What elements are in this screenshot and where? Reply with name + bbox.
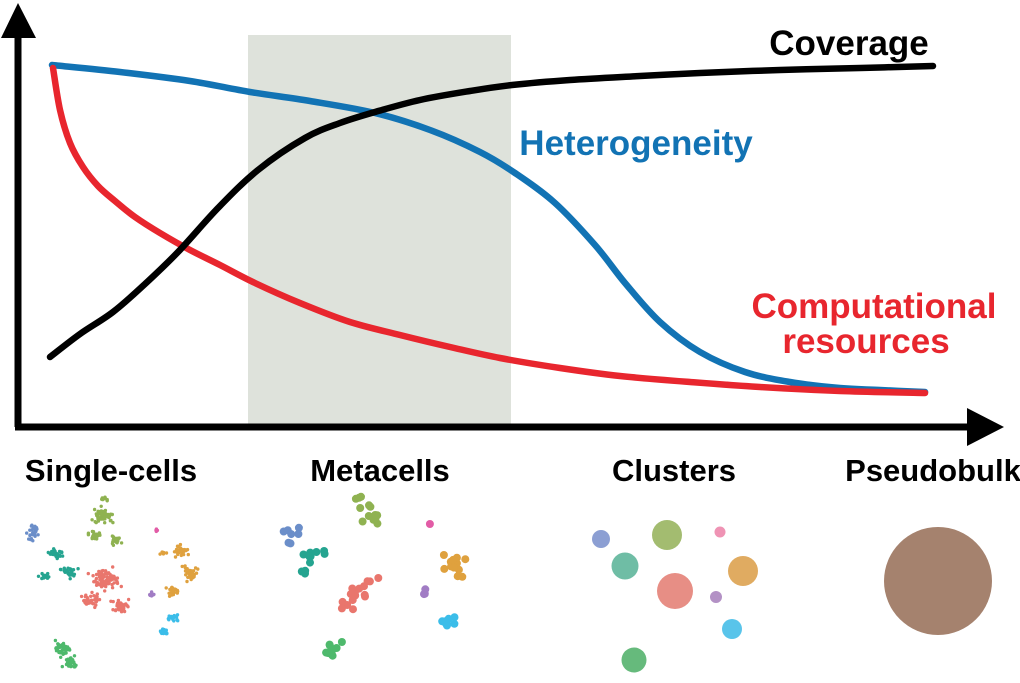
category-label-single-cells: Single-cells (25, 453, 197, 488)
cluster-cyan (438, 613, 459, 630)
cluster-magenta (154, 527, 160, 534)
category-label-metacells: Metacells (310, 453, 450, 488)
cluster-green (53, 638, 78, 669)
cluster-bubble (621, 647, 647, 673)
category-label-clusters: Clusters (612, 453, 736, 488)
cluster-magenta (425, 520, 434, 528)
computational-resources-label-line1: Computational (752, 287, 997, 326)
cluster-bubble (652, 520, 682, 550)
cluster-bubble (722, 619, 742, 639)
y-axis-arrow-icon (1, 3, 36, 38)
cluster-olive (351, 492, 382, 528)
category-label-pseudobulk: Pseudobulk (845, 453, 1020, 488)
cluster-blue (25, 523, 40, 543)
cluster-salmon (337, 574, 383, 614)
cluster-purple (148, 590, 156, 598)
cluster-olive (86, 495, 124, 547)
heterogeneity-label: Heterogeneity (519, 124, 753, 163)
cluster-teal (297, 547, 329, 578)
cluster-bubble (592, 530, 610, 548)
clusters-bubbles (592, 520, 758, 673)
curves (46, 61, 937, 397)
cluster-blue (279, 523, 303, 548)
curve-computational-resources (49, 64, 929, 397)
single-cells-scatter (25, 495, 200, 669)
cluster-bubble (611, 552, 639, 580)
cluster-orange (439, 551, 470, 581)
cluster-orange (158, 542, 200, 598)
cluster-salmon (79, 565, 131, 614)
cluster-bubble (728, 556, 758, 586)
metacells-scatter (279, 492, 470, 660)
computational-resources-label-line2: resources (782, 322, 949, 361)
axes (1, 3, 1004, 446)
cluster-cyan (158, 613, 180, 636)
curve-coverage (46, 62, 937, 361)
cluster-bubble (657, 573, 693, 609)
curve-heterogeneity (48, 61, 929, 396)
cluster-teal (36, 547, 80, 581)
cluster-green (322, 638, 346, 660)
cluster-purple (420, 585, 430, 599)
x-axis-arrow-icon (967, 408, 1004, 446)
cluster-bubble (710, 591, 722, 603)
pseudobulk-circle (884, 527, 992, 635)
cluster-bubble (714, 526, 726, 538)
coverage-label: Coverage (769, 24, 929, 63)
